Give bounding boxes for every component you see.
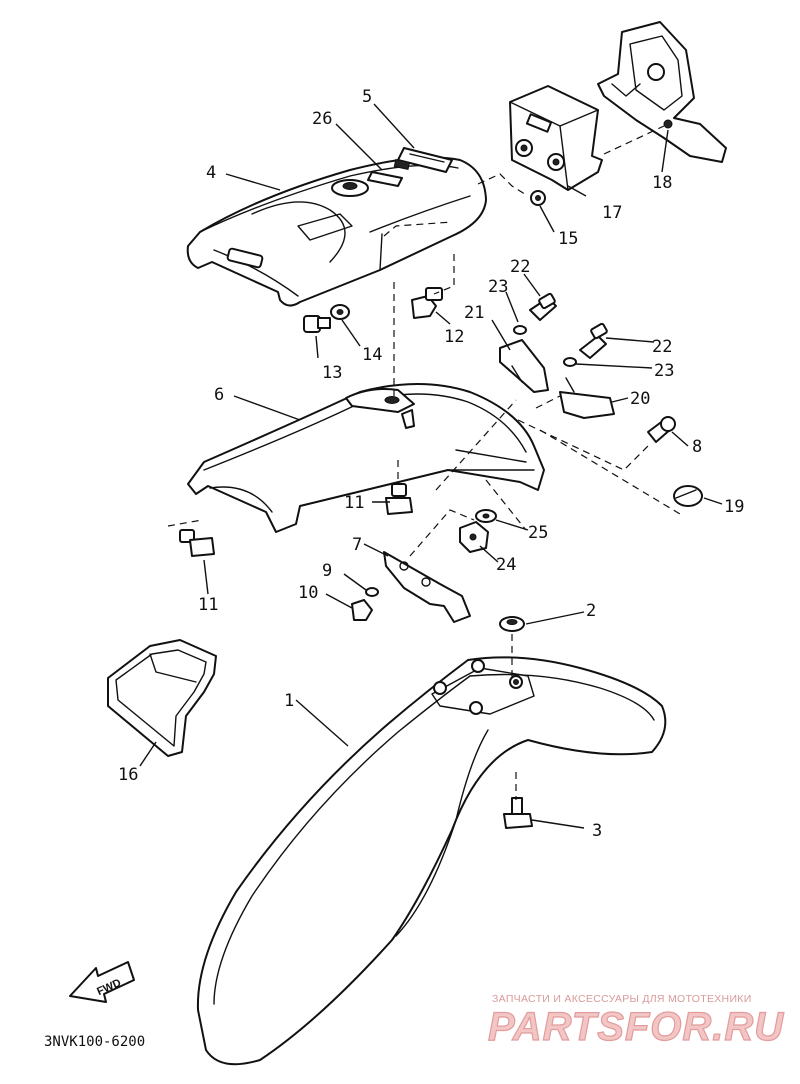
callout-24: 24	[496, 555, 516, 575]
part-17-taillight-unit	[509, 85, 603, 191]
callout-14: 14	[362, 345, 382, 365]
part-4-rear-cowl	[186, 156, 487, 307]
part-26-badge	[367, 159, 411, 187]
callout-5: 5	[362, 87, 372, 107]
callout-4: 4	[206, 163, 216, 183]
part-3-bolt	[503, 797, 533, 829]
callout-2: 2	[586, 601, 596, 621]
callout-7: 7	[352, 535, 362, 555]
part-16-mud-flap	[107, 639, 217, 757]
callout-21: 21	[464, 303, 484, 323]
callout-20: 20	[630, 389, 650, 409]
callout-19: 19	[724, 497, 744, 517]
callout-16: 16	[118, 765, 138, 785]
watermark-brand: PARTSFOR.RU	[488, 1005, 784, 1049]
callout-18: 18	[652, 173, 672, 193]
callout-11-lower: 11	[198, 595, 218, 615]
part-18-taillight-bracket	[597, 21, 727, 163]
part-25-washer	[475, 509, 497, 523]
part-23-washer-lower	[563, 357, 577, 367]
callout-12: 12	[444, 327, 464, 347]
part-8-bolt	[647, 416, 676, 443]
part-19-cap	[673, 485, 703, 507]
part-22-screw-upper	[529, 292, 557, 321]
callout-11-upper: 11	[344, 493, 364, 513]
callout-9: 9	[322, 561, 332, 581]
callout-1: 1	[284, 691, 294, 711]
callout-22-lower: 22	[652, 337, 672, 357]
part-11-bolt-upper	[385, 483, 413, 515]
callout-13: 13	[322, 363, 342, 383]
part-22-screw-lower	[579, 322, 608, 359]
callout-25: 25	[528, 523, 548, 543]
part-23-washer-upper	[513, 325, 527, 335]
callout-8: 8	[692, 437, 702, 457]
leader-lines	[139, 103, 723, 829]
part-5-emblem	[397, 147, 453, 173]
callout-17: 17	[602, 203, 622, 223]
part-9-washer	[365, 587, 379, 597]
callout-26: 26	[312, 109, 332, 129]
drawing-code: 3NVK100-6200	[44, 1034, 145, 1050]
part-7-plate-bracket	[383, 551, 471, 623]
part-1-front-fender	[196, 656, 667, 1066]
part-6-inner-fender	[187, 383, 545, 533]
part-15-nut	[530, 190, 546, 206]
part-14-washer	[330, 304, 350, 320]
part-12-bolt	[411, 287, 443, 319]
part-2-grommet	[499, 616, 525, 632]
assembly-lines	[167, 125, 681, 800]
fwd-arrow-icon: FWD	[69, 961, 135, 1003]
part-21-bracket	[499, 339, 549, 393]
callout-22-upper: 22	[510, 257, 530, 277]
part-20-bracket	[559, 377, 615, 419]
callout-15: 15	[558, 229, 578, 249]
callout-6: 6	[214, 385, 224, 405]
callout-23-upper: 23	[488, 277, 508, 297]
watermark-tagline: ЗАПЧАСТИ И АКСЕССУАРЫ ДЛЯ МОТОТЕХНИКИ	[492, 993, 752, 1005]
callout-10: 10	[298, 583, 318, 603]
part-11-bolt-lower	[179, 529, 215, 557]
part-24-nut	[459, 521, 489, 553]
callout-labels: 1 2 3 4 5 6 7 8 9 10 11 11 12 13 14 15 1…	[118, 87, 744, 841]
part-10-nut	[351, 599, 373, 621]
callout-23-lower: 23	[654, 361, 674, 381]
part-13-bolt	[303, 315, 331, 333]
callout-3: 3	[592, 821, 602, 841]
